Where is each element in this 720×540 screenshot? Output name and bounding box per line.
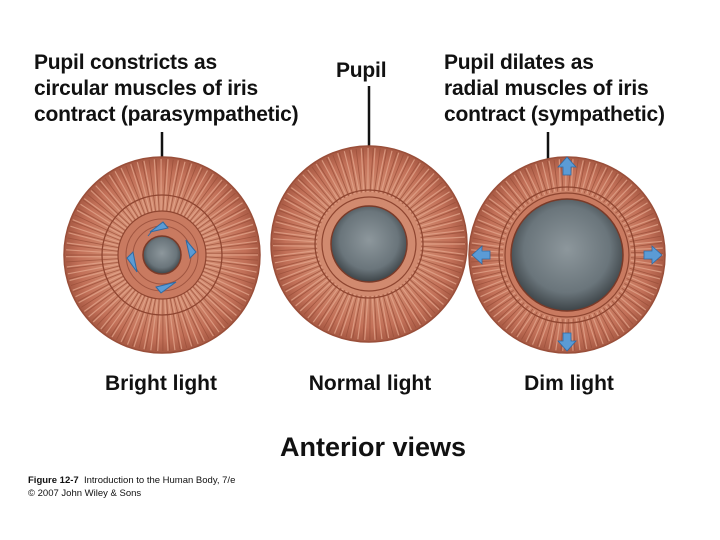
muscle-fibre — [421, 242, 465, 243]
muscle-fibre — [273, 246, 317, 247]
constriction-label: Pupil constricts as circular muscles of … — [34, 50, 354, 128]
book-title: Introduction to the Human Body, 7/e — [84, 475, 235, 486]
copyright-line: © 2007 John Wiley & Sons — [28, 487, 235, 500]
pupil-normal — [331, 206, 407, 282]
view-title: Anterior views — [0, 432, 720, 463]
figure-number: Figure 12-7 — [28, 475, 79, 486]
iris-dim-light — [469, 157, 665, 353]
iris-normal-light — [271, 146, 467, 342]
pupil-label: Pupil — [336, 58, 386, 84]
condition-dim-light: Dim light — [469, 372, 669, 396]
condition-bright-light: Bright light — [61, 372, 261, 396]
iris-bright-light — [64, 157, 260, 353]
pupil-constricted — [143, 236, 181, 274]
figure-credit: Figure 12-7 Introduction to the Human Bo… — [28, 474, 235, 500]
dilation-label: Pupil dilates as radial muscles of iris … — [444, 50, 714, 128]
pupil-dilated — [511, 199, 623, 311]
condition-normal-light: Normal light — [270, 372, 470, 396]
